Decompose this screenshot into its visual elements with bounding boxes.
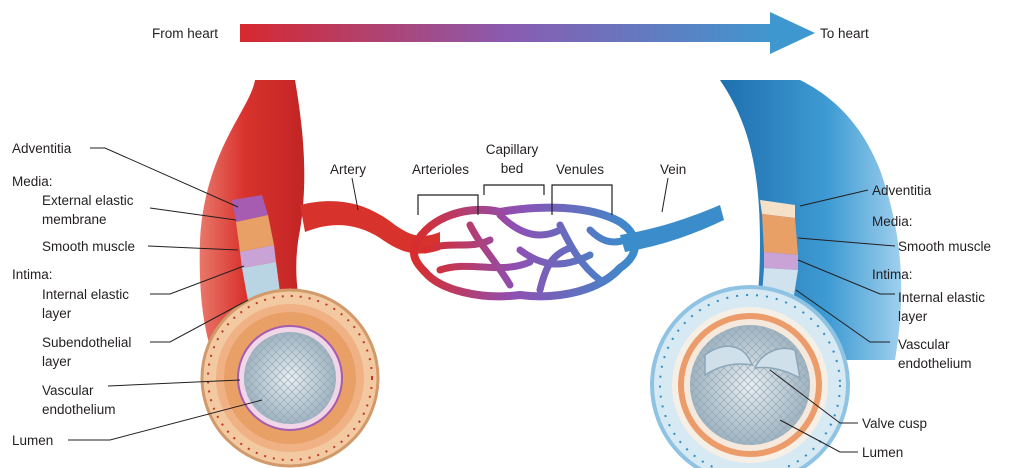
vein-internal-elastic-line2: layer <box>898 307 927 326</box>
vein-intima-label: Intima: <box>872 265 913 284</box>
vein-label: Vein <box>660 160 686 179</box>
artery-subendothelial-line1: Subendothelial <box>20 333 131 352</box>
vein-media-label: Media: <box>872 212 913 231</box>
artery-intima-label: Intima: <box>12 265 53 284</box>
vein-internal-elastic-line1: Internal elastic <box>898 288 985 307</box>
artery-drawing <box>200 80 440 466</box>
capillary-bed-line2: bed <box>480 159 544 178</box>
artery-external-elastic-line2: membrane <box>20 210 107 229</box>
capillary-bed-drawing <box>414 205 724 296</box>
vein-smooth-muscle-label: Smooth muscle <box>898 237 991 256</box>
vein-adventitia-label: Adventitia <box>872 181 931 200</box>
artery-media-label: Media: <box>12 172 53 191</box>
blood-flow-arrow <box>240 12 815 54</box>
capillary-bed-line1: Capillary <box>480 140 544 159</box>
artery-subendothelial-line2: layer <box>20 352 71 371</box>
arterioles-label: Arterioles <box>412 160 469 179</box>
artery-internal-elastic-line1: Internal elastic <box>20 285 129 304</box>
artery-adventitia-label: Adventitia <box>12 139 71 158</box>
from-heart-label: From heart <box>152 24 218 43</box>
to-heart-label: To heart <box>820 24 869 43</box>
artery-vascular-line2: endothelium <box>20 400 116 419</box>
vein-lumen-label: Lumen <box>862 443 903 462</box>
vein-vascular-line2: endothelium <box>898 354 972 373</box>
artery-internal-elastic-line2: layer <box>20 304 71 323</box>
artery-vascular-line1: Vascular <box>20 381 94 400</box>
venules-label: Venules <box>556 160 604 179</box>
vein-valve-cusp-label: Valve cusp <box>862 414 927 433</box>
artery-external-elastic-line1: External elastic <box>20 191 134 210</box>
artery-lumen-label: Lumen <box>12 431 53 450</box>
vein-vascular-line1: Vascular <box>898 335 950 354</box>
artery-smooth-muscle-label: Smooth muscle <box>20 237 135 256</box>
artery-label: Artery <box>330 160 366 179</box>
capillary-bed-label: Capillary bed <box>480 140 544 178</box>
vein-drawing <box>652 80 901 468</box>
